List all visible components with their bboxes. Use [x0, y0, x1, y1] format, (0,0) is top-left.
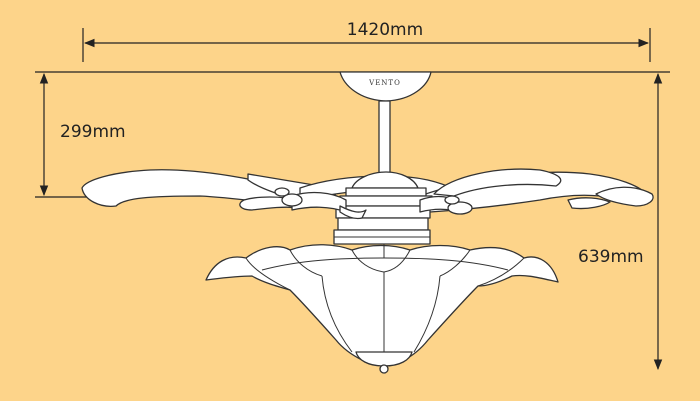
finial: [379, 364, 389, 374]
width-dimension: 1420mm: [82, 20, 651, 62]
blade-left: [81, 169, 301, 207]
width-label: 1420mm: [347, 20, 423, 40]
blade-right-tail: [567, 197, 611, 210]
flower-lamp-shade: [205, 244, 559, 374]
blade-right-tip: [595, 186, 654, 207]
downrod: [378, 100, 391, 174]
ceiling-canopy: VENTO: [339, 71, 432, 102]
blade-arms: [274, 187, 473, 220]
height-dimensions: 299mm 639mm: [35, 71, 670, 371]
shade-rim: [205, 244, 559, 361]
blade-right-upper: [433, 168, 562, 197]
brand-label: VENTO: [368, 79, 401, 87]
blade-height-label: 299mm: [60, 122, 126, 142]
total-height-label: 639mm: [578, 247, 644, 267]
